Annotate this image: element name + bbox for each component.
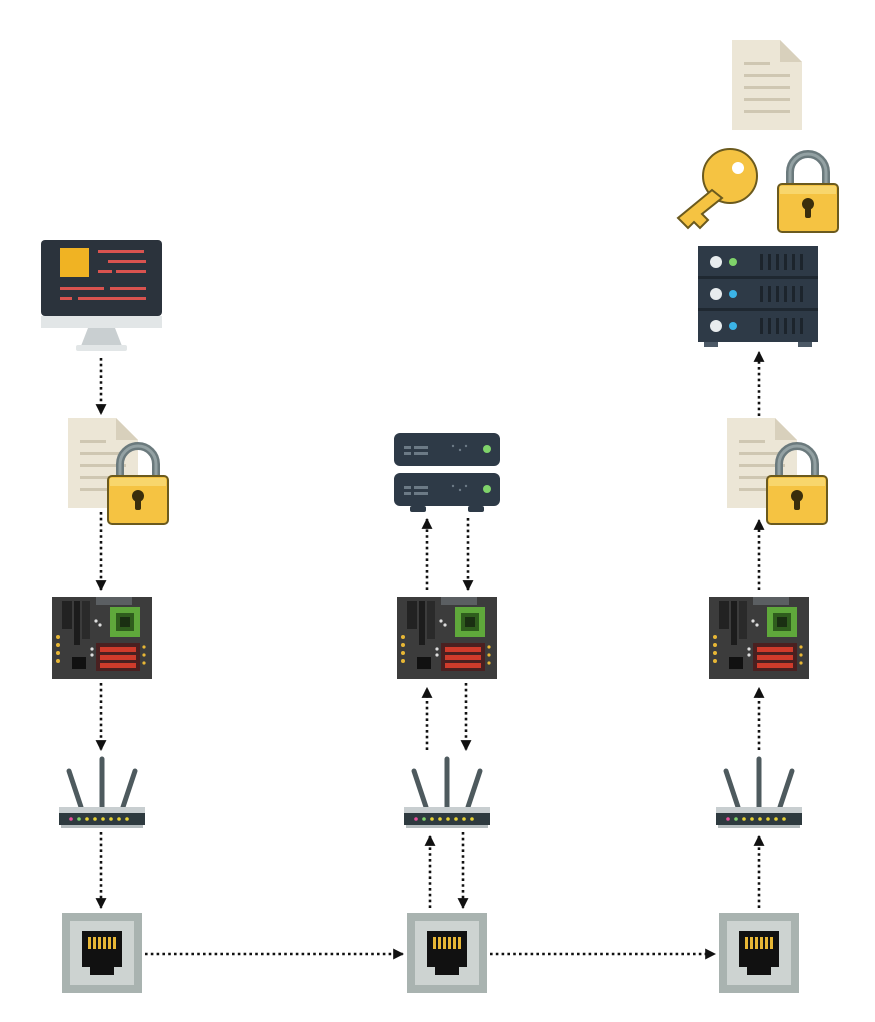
monitor-icon <box>41 240 162 351</box>
ethernet-port-icon <box>407 913 487 993</box>
connectors <box>95 350 765 960</box>
router-icon <box>404 759 490 828</box>
encrypted-document-icon <box>727 418 827 524</box>
motherboard-icon <box>52 597 152 679</box>
network-switch-icon <box>394 433 500 512</box>
key-icon <box>676 148 758 230</box>
padlock-icon <box>778 154 838 232</box>
router-icon <box>716 759 802 828</box>
motherboard-icon <box>397 597 497 679</box>
encrypted-document-icon <box>68 418 168 524</box>
motherboard-icon <box>709 597 809 679</box>
router-icon <box>59 759 145 828</box>
document-icon <box>732 40 802 130</box>
ethernet-port-icon <box>62 913 142 993</box>
ethernet-port-icon <box>719 913 799 993</box>
server-rack-icon <box>698 246 818 347</box>
